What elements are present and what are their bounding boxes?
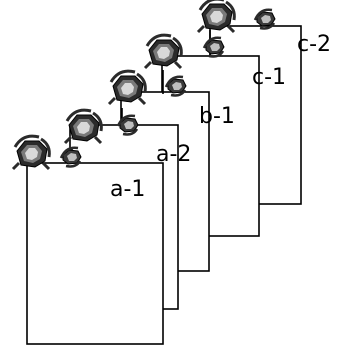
sheets-layer: c-2c-1b-1a-2a-1 xyxy=(26,25,331,345)
binder-clip-icon xyxy=(196,0,236,34)
sheet-label: c-1 xyxy=(252,65,286,90)
binder-clip-icon xyxy=(107,69,147,106)
sheet-label: b-1 xyxy=(199,104,235,129)
sheet-outline xyxy=(26,162,164,345)
sheet-label: a-1 xyxy=(110,177,145,202)
chain-link-icon xyxy=(202,36,226,58)
sheet-a-1: a-1 xyxy=(26,162,164,345)
binder-clip-icon xyxy=(63,108,103,145)
binder-clip-icon xyxy=(11,134,51,171)
binder-clip-icon xyxy=(143,33,183,70)
sheet-label: c-2 xyxy=(297,32,331,57)
